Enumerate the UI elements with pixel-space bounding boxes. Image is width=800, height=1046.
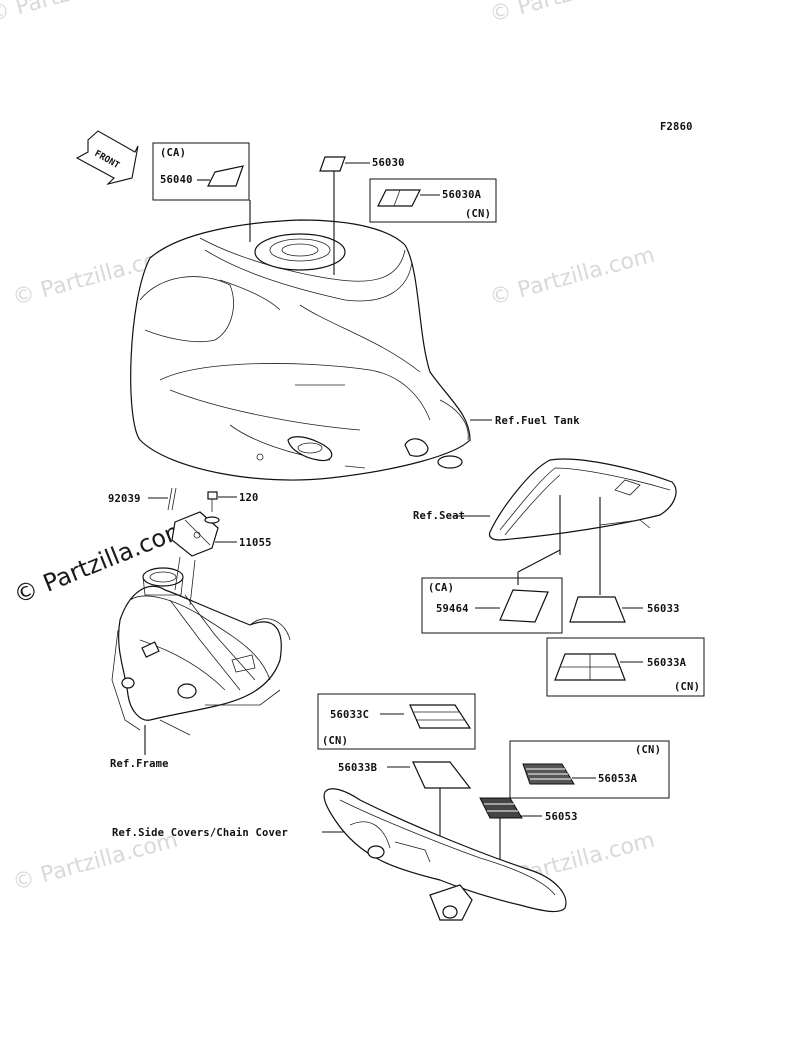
ref-frame: Ref.Frame	[110, 758, 169, 770]
watermark: © Partzilla.com	[487, 0, 657, 28]
ca-label: (CA)	[428, 582, 454, 594]
part-number-56033: 56033	[647, 603, 680, 615]
cn-box-56053A	[509, 740, 670, 799]
part-number-56040: 56040	[160, 174, 193, 186]
part-number-56033C: 56033C	[330, 709, 369, 721]
label-56033A-icon	[554, 653, 626, 681]
watermark: © Partzilla.com	[0, 0, 156, 28]
ref-side-covers: Ref.Side Covers/Chain Cover	[112, 827, 288, 839]
part-number-92039: 92039	[108, 493, 141, 505]
watermark: © Partzilla.com	[487, 243, 657, 311]
front-arrow-icon: FRONT	[75, 130, 139, 186]
label-56040-icon	[207, 165, 244, 187]
cn-label: (CN)	[635, 744, 661, 756]
label-56033C-icon	[409, 704, 472, 729]
label-56030-icon	[319, 156, 346, 172]
ca-box-tank	[152, 142, 250, 201]
part-number-56030A: 56030A	[442, 189, 482, 201]
seat	[488, 458, 677, 541]
label-56053-icon	[479, 797, 523, 819]
ref-seat: Ref.Seat	[413, 510, 465, 522]
cn-box-seat	[546, 637, 705, 697]
part-number-56033B: 56033B	[338, 762, 377, 774]
label-56030A-icon	[377, 189, 421, 207]
ca-box-seat	[421, 577, 563, 634]
frame	[111, 567, 291, 736]
part-number-56030: 56030	[372, 157, 405, 169]
chain-cover	[323, 788, 567, 921]
bracket-11055	[171, 511, 219, 557]
label-59464-icon	[499, 589, 549, 623]
ca-label: (CA)	[160, 147, 186, 159]
figure-code: F2860	[660, 121, 693, 133]
ref-fuel-tank: Ref.Fuel Tank	[495, 415, 580, 427]
cn-box-56033C	[317, 693, 476, 750]
cn-label: (CN)	[674, 681, 700, 693]
clip-92039-icon	[167, 487, 177, 511]
label-56033B-icon	[412, 761, 472, 789]
bolt-120-icon	[204, 491, 220, 524]
part-number-56053A: 56053A	[598, 773, 638, 785]
fuel-tank	[130, 219, 471, 481]
cn-label: (CN)	[465, 208, 491, 220]
part-number-11055: 11055	[239, 537, 272, 549]
part-number-56033A: 56033A	[647, 657, 687, 669]
cn-box-tank	[369, 178, 497, 223]
part-number-120: 120	[239, 492, 259, 504]
label-56053A-icon	[522, 763, 575, 785]
part-number-59464: 59464	[436, 603, 469, 615]
cn-label: (CN)	[322, 735, 348, 747]
label-56033-icon	[569, 596, 626, 623]
part-number-56053: 56053	[545, 811, 578, 823]
